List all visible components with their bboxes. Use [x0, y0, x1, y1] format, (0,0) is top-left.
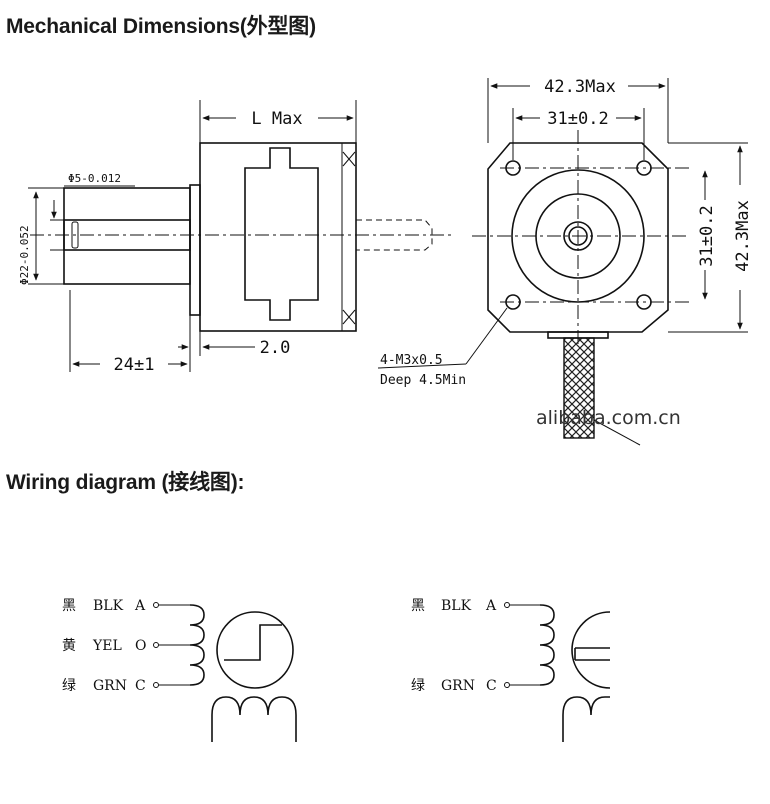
left-wire-3-cn: 绿 — [62, 678, 76, 694]
right-wire-2-cn: 绿 — [411, 678, 425, 694]
right-wire-1-code: BLK — [441, 598, 472, 614]
braided-cable — [563, 337, 595, 439]
body-height-label: 42.3Max — [733, 200, 753, 272]
motor-body-outline — [199, 142, 357, 332]
right-coil-a — [539, 604, 555, 686]
hole-spacing-v-label: 31±0.2 — [697, 205, 717, 266]
left-wire-1-cn: 黑 — [62, 598, 76, 614]
screw-spec-label: 4-M3x0.5 — [380, 353, 443, 368]
left-wire-2-code: YEL — [92, 638, 122, 654]
front-square-outline — [487, 142, 669, 333]
flange-thickness-label: 2.0 — [260, 338, 291, 358]
left-wire-2-terminal: O — [135, 638, 146, 654]
wiring-diagram-heading: Wiring diagram (接线图): — [6, 471, 245, 494]
right-rotor-arc — [571, 611, 611, 689]
boss — [63, 187, 191, 285]
right-wire-2-code: GRN — [441, 678, 475, 694]
left-wire-3-terminal: C — [135, 678, 146, 694]
right-wire-1-cn: 黑 — [411, 598, 425, 614]
shaft-circle-inner — [568, 226, 588, 246]
left-wire-2-cn: 黄 — [62, 637, 76, 654]
front-view: 42.3Max 31±0.2 31±0.2 42.3Max 4-M3x0.5 D… — [377, 77, 753, 446]
watermark-text: alibaba.com.cn — [536, 407, 681, 429]
left-wire-1-terminal: A — [134, 598, 146, 614]
front-flange — [189, 184, 201, 316]
length-label: L Max — [251, 109, 302, 129]
wiring-right: 黑 BLK A 绿 GRN C — [411, 598, 611, 742]
right-wire-2-terminal: C — [486, 678, 497, 694]
side-view: L Max Φ5-0.012 Φ22-0.052 24±1 2.0 — [18, 100, 455, 375]
shaft-length-label: 24±1 — [114, 355, 155, 375]
wiring-left: 黑 BLK A 黄 YEL O 绿 GRN C — [62, 598, 297, 742]
screw-depth-label: Deep 4.5Min — [380, 373, 466, 388]
left-wire-1-code: BLK — [93, 598, 124, 614]
hole-spacing-h-label: 31±0.2 — [547, 109, 608, 129]
body-width-label: 42.3Max — [544, 77, 616, 97]
stator-slot-shape — [244, 147, 319, 321]
left-rotor-circle — [216, 611, 294, 689]
mechanical-dimensions-heading: Mechanical Dimensions(外型图) — [6, 15, 316, 38]
left-coil-b — [211, 696, 297, 742]
shaft-diameter-label: Φ5-0.012 — [68, 172, 121, 185]
right-coil-b — [562, 696, 610, 742]
left-wire-3-code: GRN — [93, 678, 127, 694]
right-wire-1-terminal: A — [485, 598, 497, 614]
left-coil-a — [189, 604, 205, 686]
flange-diameter-label: Φ22-0.052 — [18, 225, 31, 285]
